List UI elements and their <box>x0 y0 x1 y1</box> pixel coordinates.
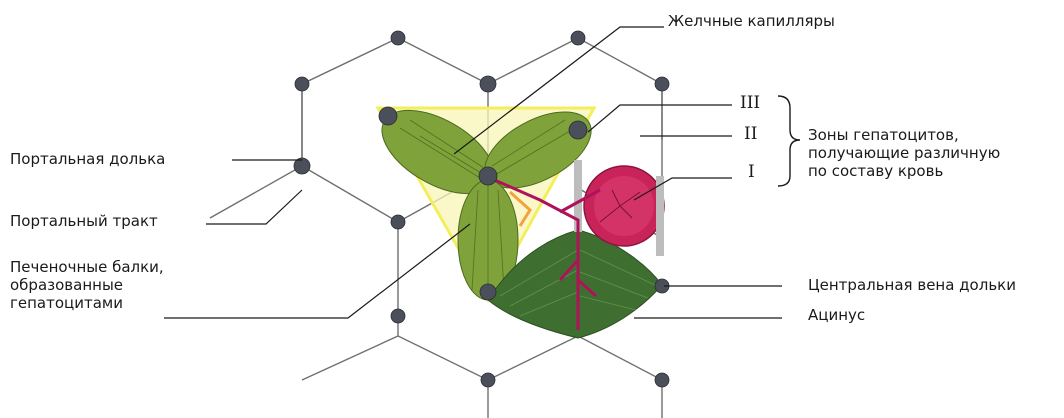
central-vein-label: Центральная вена дольки <box>808 276 1016 294</box>
portal-lobule-label: Портальная долька <box>10 150 165 168</box>
central-vein-circle <box>584 166 664 246</box>
zones-description-label: Зоны гепатоцитов, получающие различную п… <box>808 126 1000 180</box>
portal-tract-label: Портальный тракт <box>10 212 158 230</box>
septum-bar-right <box>656 176 664 256</box>
zone-III-label: III <box>740 93 760 113</box>
zone-II-label: II <box>744 124 757 144</box>
bile-capillaries-label: Желчные капилляры <box>668 12 835 30</box>
zone-I-label: I <box>748 162 755 182</box>
acinus-label: Ацинус <box>808 306 865 324</box>
zones-brace <box>778 96 800 186</box>
hepatic-cords-label: Печеночные балки, образованные гепатоцит… <box>10 258 164 312</box>
